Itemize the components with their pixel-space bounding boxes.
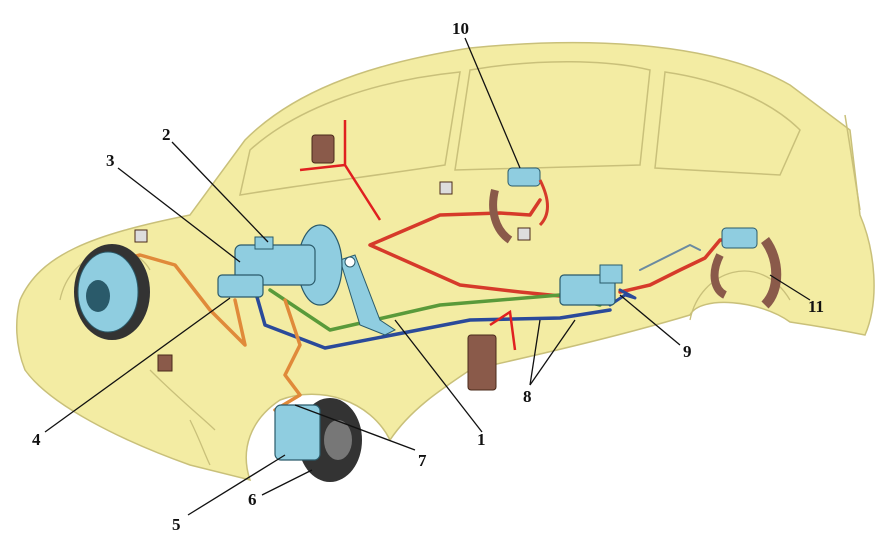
car-body bbox=[15, 41, 875, 482]
pointer-lower-a bbox=[489, 309, 517, 351]
callout-2: 2 bbox=[162, 125, 171, 144]
master-cylinder-body bbox=[217, 274, 264, 298]
pointer-upper-b bbox=[299, 163, 346, 172]
pressure-regulator bbox=[559, 264, 623, 306]
rear-right-wheel-cylinder bbox=[721, 227, 758, 249]
headlight-line bbox=[149, 369, 216, 431]
leader-2 bbox=[171, 141, 269, 243]
leader-1 bbox=[394, 319, 483, 433]
callout-9: 9 bbox=[683, 342, 692, 361]
red-pointers bbox=[299, 120, 517, 351]
rear-left-shoe bbox=[489, 189, 513, 244]
bracket-center bbox=[467, 334, 497, 391]
callout-3: 3 bbox=[106, 151, 115, 170]
windshield-outline bbox=[239, 71, 461, 196]
rear-right-shoe-inner bbox=[710, 253, 728, 299]
rear-right-brake bbox=[710, 227, 782, 309]
pedal-arm bbox=[339, 254, 396, 336]
callout-10: 10 bbox=[452, 19, 469, 38]
leader-5 bbox=[187, 454, 286, 516]
callout-5: 5 bbox=[172, 515, 181, 534]
front-left-hub bbox=[86, 280, 110, 312]
callout-7: 7 bbox=[418, 451, 427, 470]
front-right-caliper bbox=[274, 404, 321, 461]
bracket-front bbox=[157, 354, 173, 372]
rear-left-brake bbox=[489, 167, 549, 244]
leader-6 bbox=[261, 469, 313, 496]
reservoir-cap bbox=[254, 236, 274, 250]
master-cylinder-booster bbox=[217, 224, 343, 306]
leader-4 bbox=[44, 297, 231, 433]
callout-6: 6 bbox=[248, 490, 257, 509]
leader-10 bbox=[464, 37, 521, 169]
brake-line-blue bbox=[253, 288, 612, 350]
front-left-brake bbox=[74, 244, 150, 340]
mounting-brackets bbox=[134, 134, 531, 391]
rear-left-wheel-cylinder bbox=[507, 167, 541, 187]
rear-left-hose bbox=[538, 179, 549, 227]
leader-8a bbox=[529, 319, 541, 386]
callout-1: 1 bbox=[477, 430, 486, 449]
brake-line-blue-loop bbox=[608, 288, 637, 307]
callout-8: 8 bbox=[523, 387, 532, 406]
brake-line-red-rear-left bbox=[368, 198, 602, 302]
clip-a bbox=[439, 181, 453, 195]
leader-8b bbox=[529, 319, 576, 386]
clip-b bbox=[134, 229, 148, 243]
leader-11 bbox=[769, 274, 811, 301]
leader-9 bbox=[619, 294, 681, 346]
clip-c bbox=[517, 227, 531, 241]
front-window-outline bbox=[454, 61, 651, 171]
rear-right-shoe-outer bbox=[760, 237, 782, 309]
callout-4: 4 bbox=[32, 430, 41, 449]
leader-lines bbox=[44, 37, 811, 516]
rear-pillar-line bbox=[844, 114, 861, 211]
handbrake-cable bbox=[639, 244, 701, 271]
rear-window-outline bbox=[654, 71, 801, 176]
leader-3 bbox=[117, 167, 241, 263]
bumper-line bbox=[189, 419, 211, 466]
bracket-top bbox=[311, 134, 335, 164]
car-silhouette bbox=[15, 41, 875, 482]
front-right-disc-hub bbox=[324, 420, 352, 460]
callout-labels: 1 2 3 4 5 6 7 8 9 10 11 bbox=[32, 19, 824, 534]
brake-pedal-assembly bbox=[339, 254, 396, 336]
callout-11: 11 bbox=[808, 297, 824, 316]
leader-7 bbox=[294, 404, 416, 451]
pedal-pivot bbox=[344, 256, 356, 268]
regulator-spring bbox=[599, 264, 623, 284]
front-right-brake bbox=[274, 398, 362, 482]
